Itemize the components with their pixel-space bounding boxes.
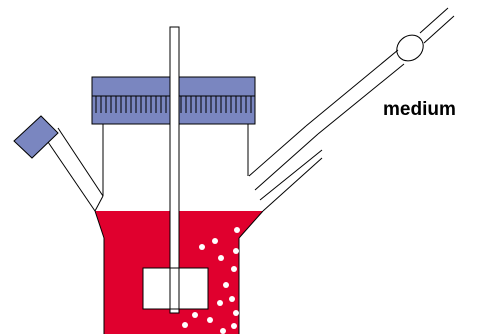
bubble: [229, 296, 235, 302]
gas-bubbles: [182, 227, 240, 334]
bubble: [220, 328, 226, 334]
vessel-outline: [94, 124, 264, 334]
bubble: [207, 317, 213, 323]
bubble: [212, 238, 218, 244]
bubble: [199, 244, 205, 250]
bubble: [223, 282, 229, 288]
bubble: [182, 322, 188, 328]
bubble: [231, 323, 237, 329]
bubble: [231, 266, 237, 272]
bubble: [217, 300, 223, 306]
stirrer-shaft: [169, 26, 180, 314]
bubble: [192, 312, 198, 318]
bubble: [233, 248, 239, 254]
side-port: [13, 115, 104, 212]
bubble: [218, 255, 224, 261]
medium-feed-tube: [248, 7, 455, 212]
medium-label: medium: [383, 99, 456, 120]
feed-tube-bulb: [396, 34, 424, 62]
bubble: [234, 227, 240, 233]
side-port-cap: [13, 115, 59, 159]
bubble: [233, 310, 239, 316]
